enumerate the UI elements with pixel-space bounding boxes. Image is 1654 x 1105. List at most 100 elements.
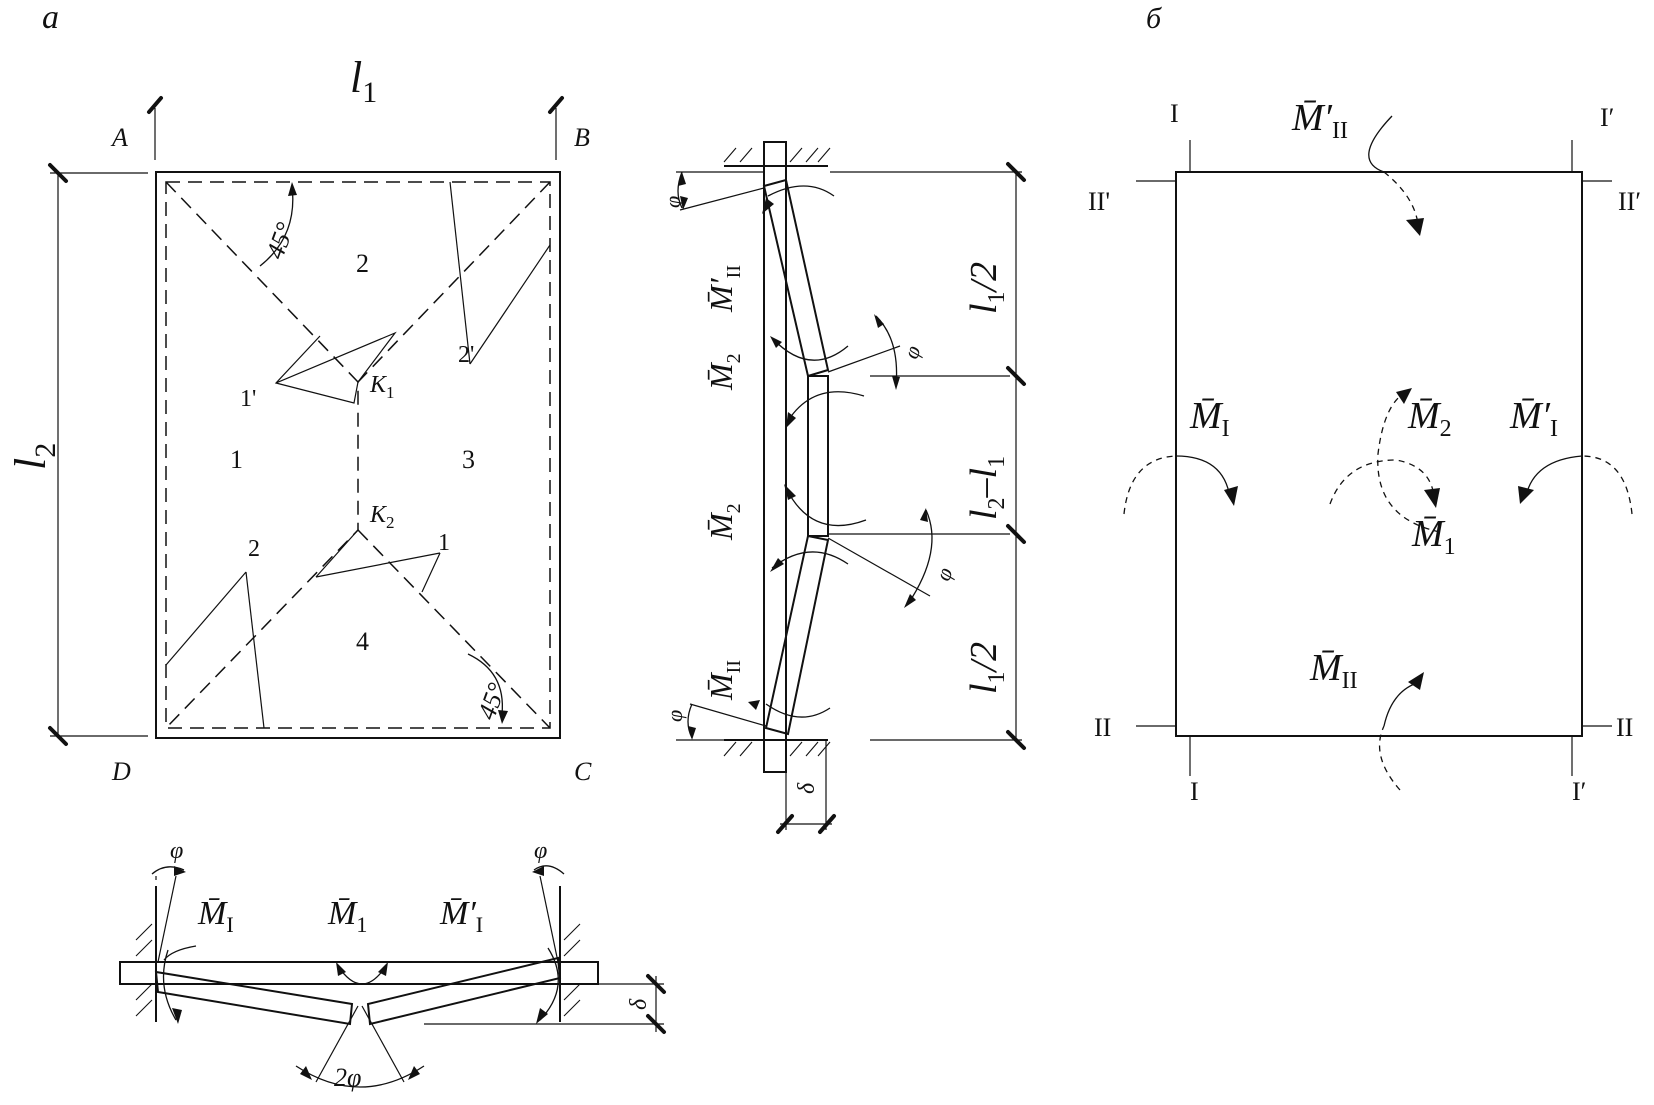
m-2b-lower-arrow: [770, 558, 784, 572]
m-hc-label: M̄1: [327, 895, 367, 937]
b-m-bottom-label: M̄II: [1309, 647, 1358, 694]
section-wall-strip: [763, 141, 787, 773]
dim-mid-label: l2–l1: [963, 456, 1010, 520]
corner-a-label: A: [110, 123, 128, 152]
hsec-left-segment: [154, 970, 354, 1026]
horizontal-section: δ φ φ M̄I M̄1 M̄′I 2φ: [119, 838, 666, 1092]
phi-mid1-label: φ: [898, 342, 926, 362]
phi-left-arrow: [174, 866, 186, 876]
delta-v-tick-left: [776, 814, 794, 834]
sec-iip-right-label: II′: [1618, 187, 1641, 216]
sec-ii-left-label: II: [1094, 713, 1111, 742]
two-phi-label: 2φ: [334, 1063, 361, 1092]
b-arrow-right: [1518, 486, 1534, 504]
dim-l1-tick-right: [548, 96, 564, 114]
m-2b-upper-arrow: [784, 484, 796, 500]
mark-2prime-label: 2': [458, 342, 474, 368]
crack-2prime-a: [449, 181, 471, 365]
sec-ii-right-label: II: [1616, 713, 1633, 742]
phi-right-label: φ: [534, 838, 547, 864]
hsec-delta-tick-bottom: [646, 1014, 666, 1034]
deflected-middle-segment: [807, 375, 829, 537]
dim-chain-tick-3: [1006, 524, 1026, 544]
m-2a-lower-arc: [785, 391, 865, 425]
m-2a-label: M̄2: [703, 353, 745, 391]
phi-mid1-ray: [827, 345, 901, 373]
region-2-label: 2: [356, 249, 369, 278]
sec-ip-bottom-label: I′: [1572, 777, 1586, 806]
deflected-bottom-segment: [764, 534, 830, 736]
two-phi-ray-left: [315, 1005, 359, 1083]
b-arc-top-solid: [1368, 115, 1393, 173]
b-arc-center-horizontal: [1329, 459, 1435, 505]
angle-bottom-label: 45°: [472, 679, 512, 723]
region-1-label: 1: [230, 445, 243, 474]
m-hl-arc-b: [163, 945, 197, 961]
angle-arrow-top: [288, 182, 297, 196]
mark-1prime-label: 1': [240, 386, 256, 412]
plate-outline: [1175, 171, 1583, 737]
m-top-label: M̄′II: [703, 265, 745, 313]
dim-l2-label: l2: [6, 443, 62, 470]
m-2a-upper-arc: [771, 337, 849, 361]
phi-right-arrow: [532, 866, 544, 876]
m-bottom-label: M̄II: [703, 660, 745, 701]
yield-line-left: [165, 181, 359, 729]
phi-top-arrow-b: [680, 196, 688, 210]
phi-mid2-arc: [907, 509, 933, 605]
dim-l2-tick-top: [48, 163, 68, 183]
phi-bottom-label: φ: [662, 710, 687, 722]
b-arrow-bottom: [1408, 672, 1424, 690]
crack-k2-c: [421, 552, 441, 593]
m-hl-arrow-a: [172, 1008, 182, 1024]
angle-arc-top: [259, 185, 294, 267]
b-arc-center-vertical: [1377, 391, 1441, 533]
b-m-center-label: M̄2: [1407, 395, 1452, 442]
b-arrow-center-vertical: [1396, 388, 1412, 404]
b-arrow-left: [1224, 486, 1238, 506]
dim-chain-tick-1: [1006, 162, 1026, 182]
dim-l1-label: l1: [350, 53, 377, 109]
hsec-hatch-left: [135, 923, 153, 1017]
angle-top-label: 45°: [260, 219, 300, 263]
phi-top-arc: [677, 171, 683, 209]
crack-2-a: [165, 571, 247, 666]
m-2b-upper-arc: [785, 487, 867, 527]
m-hc-arc: [337, 965, 387, 985]
dim-chain-tick-2: [1006, 366, 1026, 386]
m-hc-arrow-a: [336, 962, 346, 976]
b-arc-right-dashed: [1581, 455, 1633, 515]
dim-half-bot-label: l1/2: [963, 642, 1010, 694]
phi-bottom-ray: [689, 703, 767, 727]
sec-i-top-label: I: [1170, 99, 1179, 128]
crack-k1-left: [274, 331, 397, 404]
corner-d-label: D: [111, 757, 131, 786]
b-arc-left-solid: [1175, 455, 1231, 499]
hsec-delta-tick-top: [646, 974, 666, 994]
dim-l2-tick-bottom: [48, 726, 68, 746]
m-2b-lower-arc: [771, 551, 849, 569]
crack-k2-b: [315, 552, 441, 578]
b-m-top-label: M̄′II: [1291, 97, 1348, 144]
m-top-arc: [767, 185, 835, 197]
phi-left-ray: [157, 875, 177, 963]
m-hr-label: M̄′I: [439, 895, 483, 937]
phi-mid2-arrow-b: [904, 594, 916, 608]
sec-iip-left-label: II': [1088, 187, 1110, 216]
node-k2-label: К2: [369, 502, 394, 532]
panel-a: а l1 A B D C l2: [6, 0, 592, 786]
yield-line-top-right: [357, 181, 551, 383]
phi-right-ray: [539, 875, 559, 963]
phi-top-label: φ: [660, 196, 685, 208]
b-arrow-center-horizontal: [1424, 488, 1440, 508]
m-bottom-arrow: [748, 700, 760, 710]
mark-1-label: 1: [438, 530, 450, 556]
phi-top-ray: [679, 187, 765, 211]
angle-arc-bottom: [467, 653, 504, 715]
phi-mid1-arrow-b: [892, 376, 900, 390]
b-arc-bottom-solid: [1383, 681, 1421, 727]
hsec-delta-label: δ: [626, 998, 652, 1010]
delta-v-label: δ: [794, 782, 820, 794]
